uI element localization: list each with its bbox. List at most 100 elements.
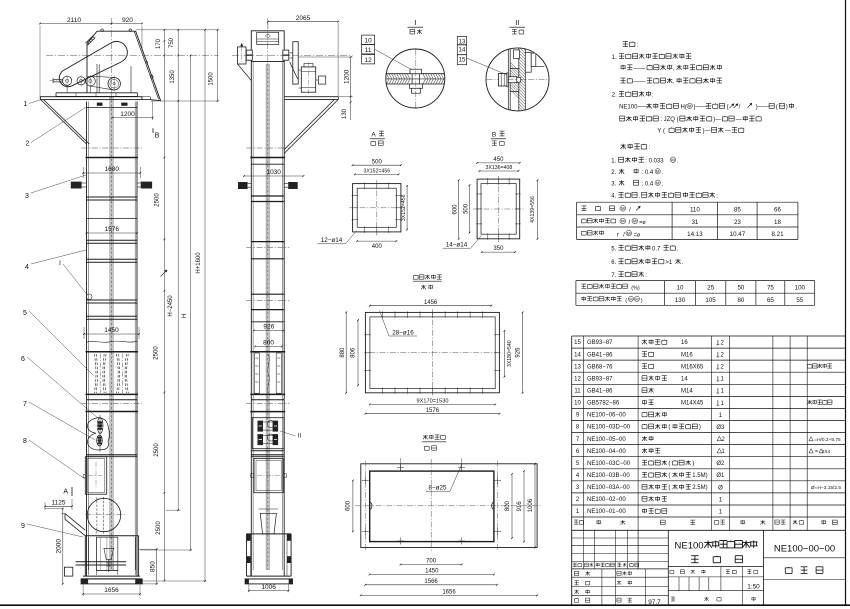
svg-text:.: . [795,105,797,111]
svg-text:6.: 6. [611,260,616,266]
svg-text:15: 15 [574,340,581,346]
svg-text:14: 14 [681,376,688,382]
svg-text:13: 13 [574,364,581,370]
svg-text:4: 4 [25,264,29,271]
svg-text:M: M [635,297,639,302]
svg-text:,: , [639,194,640,200]
svg-text:3: 3 [25,193,29,200]
svg-text:NE100−03B−00: NE100−03B−00 [587,473,630,479]
svg-text:1.: 1. [611,158,616,164]
svg-text:.: . [662,181,664,187]
svg-text:: 0.4: : 0.4 [642,170,654,176]
svg-text:75: 75 [767,285,774,292]
svg-text:2: 2 [721,365,725,371]
svg-text:NE100−03A−00: NE100−03A−00 [587,485,630,491]
svg-text:66: 66 [774,207,781,214]
svg-text:M16: M16 [681,352,693,358]
svg-text:)——: )—— [756,105,770,111]
svg-text:1450: 1450 [104,327,119,334]
svg-text:500: 500 [463,203,469,214]
svg-text:15: 15 [459,58,466,64]
svg-text:750: 750 [169,37,175,48]
svg-text:I: I [414,18,416,27]
svg-text:14: 14 [574,352,581,358]
svg-text:A: A [63,489,68,496]
svg-text:2065: 2065 [296,15,311,22]
svg-text:)——: )—— [694,105,708,111]
svg-text:16: 16 [681,340,688,346]
svg-text:B: B [155,133,160,140]
svg-text:=ø: =ø [634,232,641,238]
svg-text:1200: 1200 [343,69,350,84]
svg-text:=ø: =ø [639,220,646,226]
svg-text:2: 2 [721,353,725,359]
svg-text:850: 850 [150,561,157,572]
svg-text:4: 4 [576,473,580,479]
svg-text:8−ø25: 8−ø25 [428,485,447,492]
svg-text:2500: 2500 [154,443,160,457]
svg-text:14.13: 14.13 [687,231,703,238]
svg-text:.: . [677,158,679,164]
svg-text:2.5M): 2.5M) [692,485,707,491]
svg-text:>1: >1 [665,260,673,266]
svg-text:50: 50 [737,285,744,292]
svg-text:8.21: 8.21 [771,231,784,238]
svg-text:1680: 1680 [105,166,120,173]
svg-text:2: 2 [721,437,725,443]
svg-text:1: 1 [719,509,723,515]
svg-text:——: —— [633,66,645,72]
svg-text:1450: 1450 [425,569,439,575]
svg-text:1: 1 [719,413,723,419]
svg-text:M: M [633,219,637,224]
svg-text:4X139=556: 4X139=556 [530,196,536,223]
svg-text:2: 2 [576,497,580,503]
svg-text:Y (: Y ( [657,128,665,134]
svg-text:(: ( [668,485,670,491]
svg-text:Ø1: Ø1 [716,473,725,479]
svg-text:(: ( [625,298,627,304]
svg-text:Ø2: Ø2 [716,461,725,467]
svg-text:II: II [298,434,302,440]
svg-text:2500: 2500 [156,521,162,535]
svg-text:28−ø16: 28−ø16 [392,329,414,336]
svg-text:9: 9 [576,413,580,419]
svg-text:M: M [656,169,660,174]
svg-text:,: , [673,66,674,72]
svg-text:GB93−87: GB93−87 [587,340,613,346]
svg-text:8: 8 [23,438,27,445]
svg-text:NE100——: NE100—— [619,105,649,111]
svg-text:920: 920 [122,17,133,24]
svg-text:2.: 2. [611,170,616,176]
svg-text:1656: 1656 [442,590,456,596]
svg-text:1.5M): 1.5M) [692,473,707,479]
svg-text:M: M [621,219,625,224]
svg-text:1350: 1350 [170,70,176,84]
svg-text:5: 5 [576,461,580,467]
svg-text:3: 3 [576,485,580,491]
svg-text:1: 1 [576,509,580,515]
svg-text:(: ( [668,461,670,467]
svg-text:2X4: 2X4 [822,449,831,455]
svg-text:: JZQ (: : JZQ ( [660,117,678,123]
svg-text:13: 13 [459,39,466,45]
svg-text:2: 2 [721,340,725,346]
svg-text:806: 806 [351,347,357,358]
svg-text:NE100: NE100 [675,540,704,551]
svg-text::: : [645,273,647,279]
svg-text:M14X45: M14X45 [681,401,704,407]
svg-text:18: 18 [774,219,781,226]
svg-text:1030: 1030 [266,169,281,176]
svg-text:700: 700 [426,559,437,565]
svg-text:5.: 5. [611,246,616,252]
svg-text:10: 10 [574,401,581,407]
svg-text:800: 800 [505,500,511,511]
svg-text:/: / [623,232,625,238]
svg-text:2: 2 [26,141,30,148]
svg-text:7: 7 [23,401,27,408]
svg-text:): ) [641,298,643,304]
svg-text:0.7: 0.7 [652,246,661,252]
svg-text:130: 130 [342,108,348,119]
svg-text:M: M [688,104,692,109]
svg-text:2500: 2500 [155,193,161,207]
svg-text:500: 500 [372,159,383,165]
